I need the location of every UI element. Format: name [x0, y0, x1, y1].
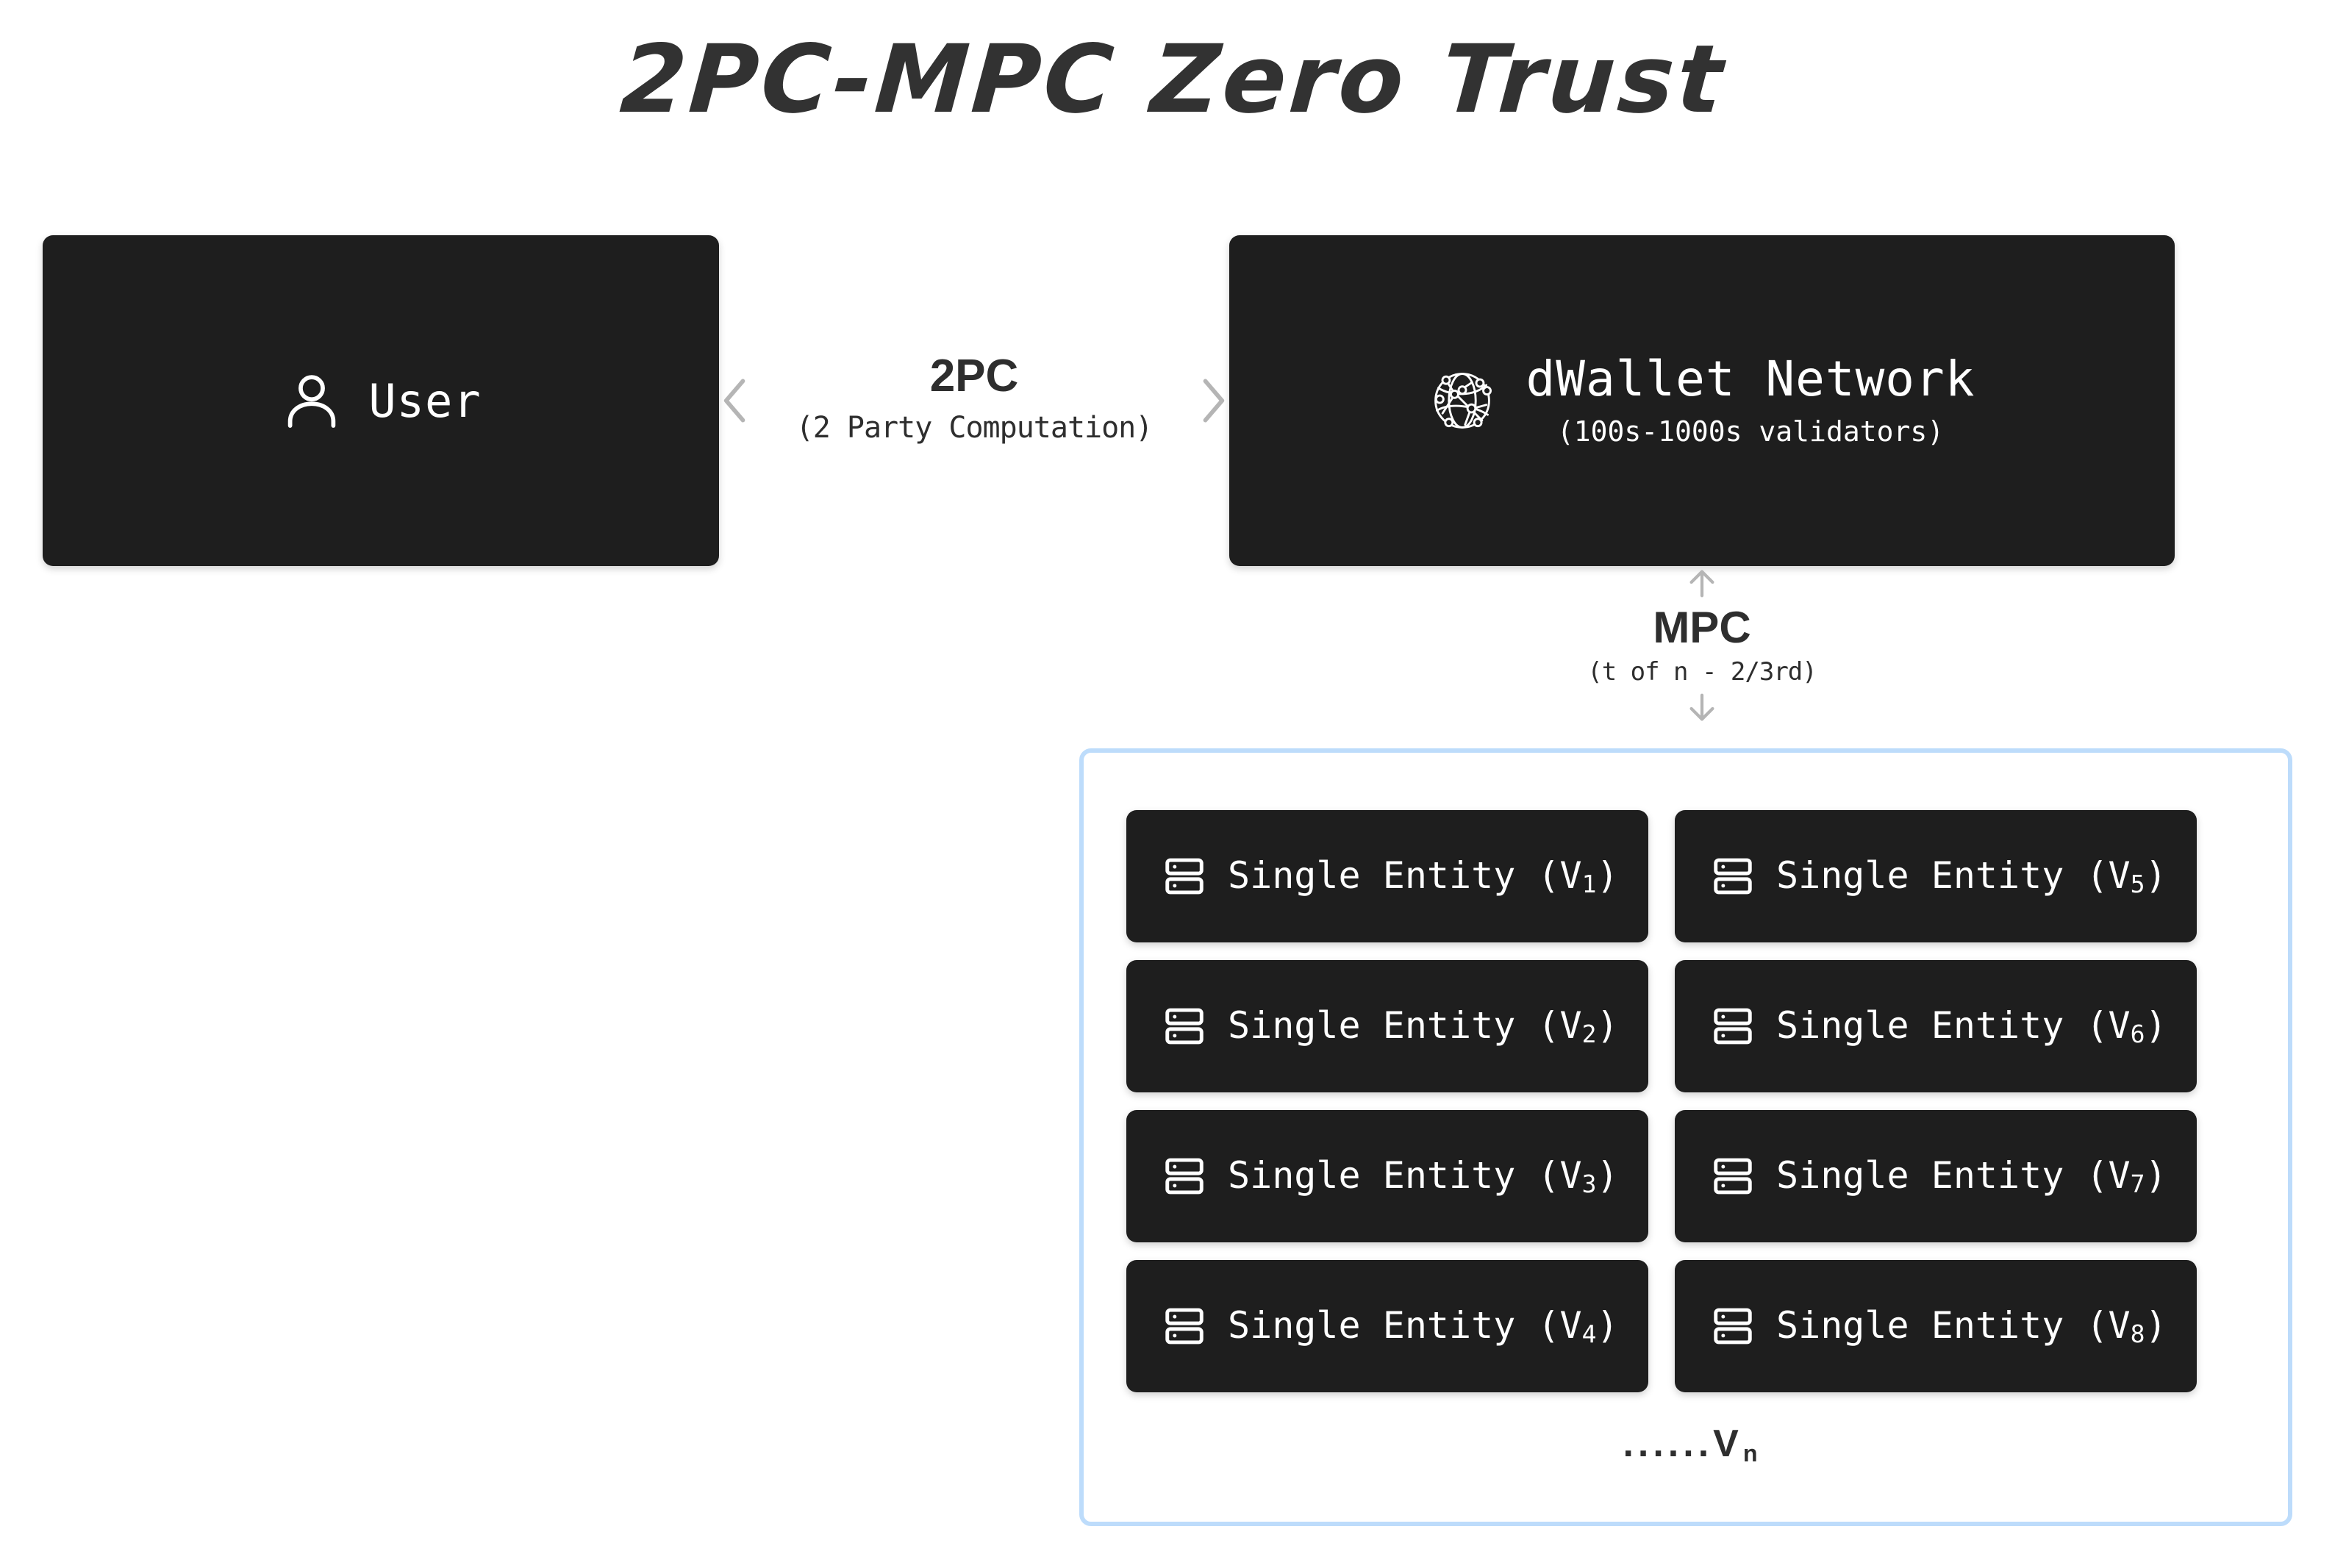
dwallet-network-node[interactable]: dWallet Network (100s-1000s validators): [1229, 235, 2175, 566]
validator-card-label: Single Entity (V1): [1228, 854, 1619, 898]
connector-mpc-title: MPC: [1653, 603, 1751, 652]
server-stack-icon: [1710, 1003, 1756, 1049]
connector-2pc-labels: 2PC (2 Party Computation): [753, 354, 1195, 448]
validator-ellipsis-label: ......Vn: [1623, 1422, 1758, 1467]
user-node[interactable]: User: [43, 235, 719, 566]
validator-card-v7[interactable]: Single Entity (V7): [1675, 1110, 2197, 1242]
validator-card-label: Single Entity (V3): [1228, 1154, 1619, 1198]
connector-2pc: 2PC (2 Party Computation): [719, 316, 1229, 485]
validator-grid: Single Entity (V1) Single Entity (V5): [1126, 810, 2254, 1392]
validator-card-label: Single Entity (V8): [1776, 1304, 2167, 1348]
arrow-down-icon: [1685, 691, 1719, 725]
server-stack-icon: [1162, 1303, 1207, 1349]
chevron-left-icon: [719, 373, 753, 429]
validator-card-label: Single Entity (V7): [1776, 1154, 2167, 1198]
user-node-label: User: [368, 373, 482, 428]
validator-card-label: Single Entity (V4): [1228, 1304, 1619, 1348]
connector-mpc-subtitle: (t of n - 2/3rd): [1587, 657, 1817, 687]
validator-card-label: Single Entity (V2): [1228, 1004, 1619, 1048]
server-stack-icon: [1710, 853, 1756, 899]
server-stack-icon: [1162, 1153, 1207, 1199]
network-globe-icon: [1428, 367, 1496, 434]
connector-mpc-labels: MPC (t of n - 2/3rd): [1587, 606, 1817, 687]
validator-card-label: Single Entity (V6): [1776, 1004, 2167, 1048]
validator-card-v1[interactable]: Single Entity (V1): [1126, 810, 1648, 942]
dwallet-node-sublabel: (100s-1000s validators): [1556, 415, 1945, 448]
validator-card-label: Single Entity (V5): [1776, 854, 2167, 898]
page-title: 2PC-MPC Zero Trust: [617, 25, 1729, 135]
connector-2pc-subtitle: (2 Party Computation): [795, 411, 1154, 445]
dwallet-node-text: dWallet Network (100s-1000s validators): [1526, 351, 1975, 448]
server-stack-icon: [1710, 1153, 1756, 1199]
server-stack-icon: [1162, 853, 1207, 899]
server-stack-icon: [1162, 1003, 1207, 1049]
connector-mpc: MPC (t of n - 2/3rd): [1419, 566, 1985, 750]
server-stack-icon: [1710, 1303, 1756, 1349]
validator-card-v8[interactable]: Single Entity (V8): [1675, 1260, 2197, 1392]
validator-card-v6[interactable]: Single Entity (V6): [1675, 960, 2197, 1092]
dwallet-node-label: dWallet Network: [1526, 351, 1975, 408]
chevron-right-icon: [1195, 373, 1229, 429]
arrow-up-icon: [1685, 566, 1719, 600]
connector-2pc-title: 2PC: [929, 351, 1019, 401]
person-icon: [280, 369, 343, 432]
validator-card-v2[interactable]: Single Entity (V2): [1126, 960, 1648, 1092]
validator-card-v5[interactable]: Single Entity (V5): [1675, 810, 2197, 942]
validator-card-v4[interactable]: Single Entity (V4): [1126, 1260, 1648, 1392]
validator-group-container: Single Entity (V1) Single Entity (V5): [1079, 748, 2292, 1526]
validator-card-v3[interactable]: Single Entity (V3): [1126, 1110, 1648, 1242]
